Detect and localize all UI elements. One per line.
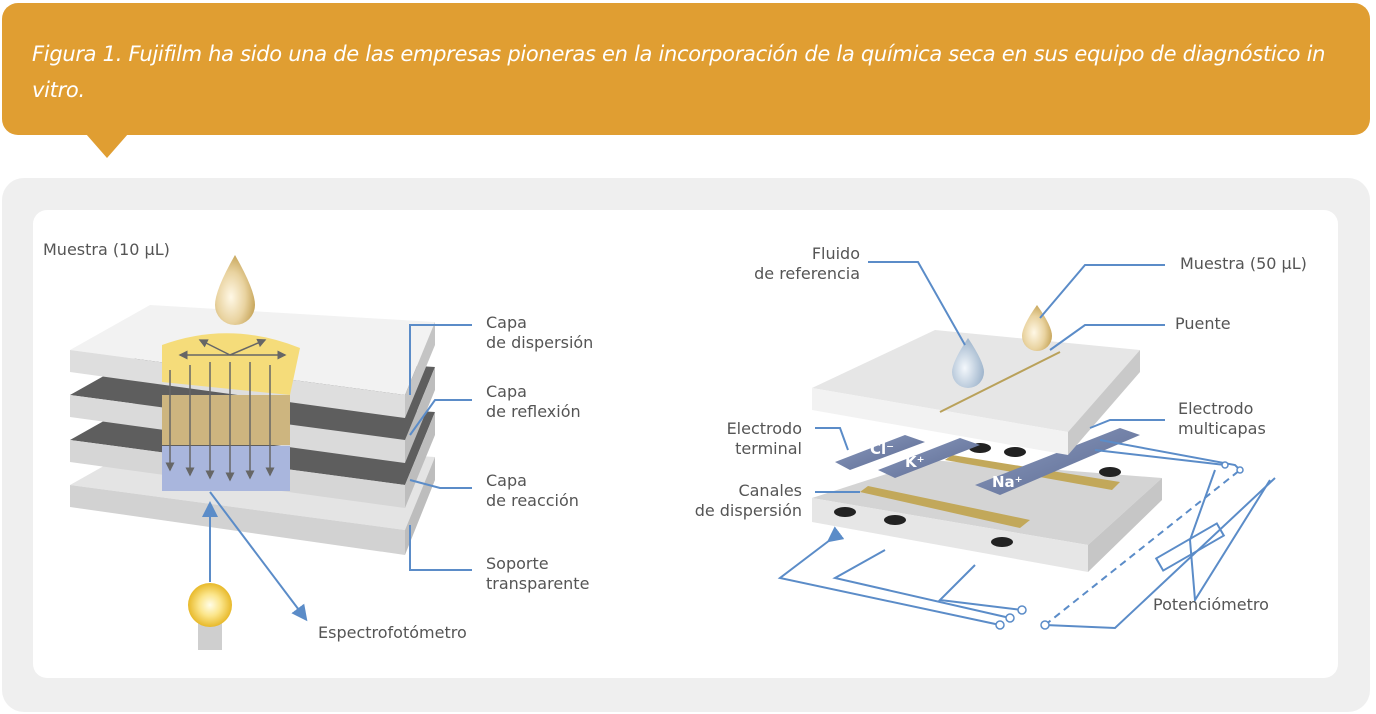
label-terminal-electrode: Electrodo terminal — [726, 419, 802, 458]
label-bridge: Puente — [1175, 314, 1231, 333]
label-reaction-layer: Capa de reacción — [486, 471, 579, 510]
label-dispersion-layer: Capa de dispersión — [486, 313, 594, 352]
label-potentiometer: Potenciómetro — [1153, 595, 1269, 614]
label-spectrophotometer: Espectrofotómetro — [318, 623, 467, 642]
reaction-zone — [162, 446, 290, 491]
ion-sodium: Na⁺ — [992, 473, 1023, 491]
label-transparent-support: Soporte transparente — [486, 554, 590, 593]
dry-slide-layers — [70, 255, 472, 650]
ion-potassium: K⁺ — [905, 453, 925, 471]
caption-pointer — [86, 134, 128, 158]
sample-drop-right-icon — [1022, 305, 1052, 351]
bottom-plate — [812, 443, 1162, 572]
ion-selective-slide — [777, 261, 1276, 630]
circuit-wires — [777, 469, 1276, 630]
label-reference-fluid: Fluido de referencia — [754, 244, 860, 283]
label-sample-50ul: Muestra (50 µL) — [1180, 254, 1307, 273]
light-bulb-icon — [188, 583, 232, 627]
label-dispersion-channels: Canales de dispersión — [694, 481, 802, 520]
left-leader-lines — [409, 324, 472, 571]
reference-drop-icon — [952, 338, 984, 388]
potentiometer-icon — [1154, 522, 1226, 572]
diffusion-arrows — [165, 338, 287, 482]
label-multilayer-electrode: Electrodo multicapas — [1178, 399, 1266, 438]
electrodes — [835, 428, 1140, 495]
sample-drop-icon — [215, 255, 255, 325]
reflection-zone — [162, 395, 290, 445]
dispersion-zone — [162, 333, 300, 395]
label-reflection-layer: Capa de reflexión — [486, 382, 581, 421]
figure-caption: Figura 1. Fujifilm ha sido una de las em… — [32, 42, 1326, 102]
figure-caption-box: Figura 1. Fujifilm ha sido una de las em… — [2, 3, 1370, 135]
bridge-line — [939, 351, 1061, 413]
top-plate — [812, 330, 1140, 455]
label-sample-10ul: Muestra (10 µL) — [43, 240, 170, 259]
ion-chloride: Cl⁻ — [870, 440, 895, 458]
